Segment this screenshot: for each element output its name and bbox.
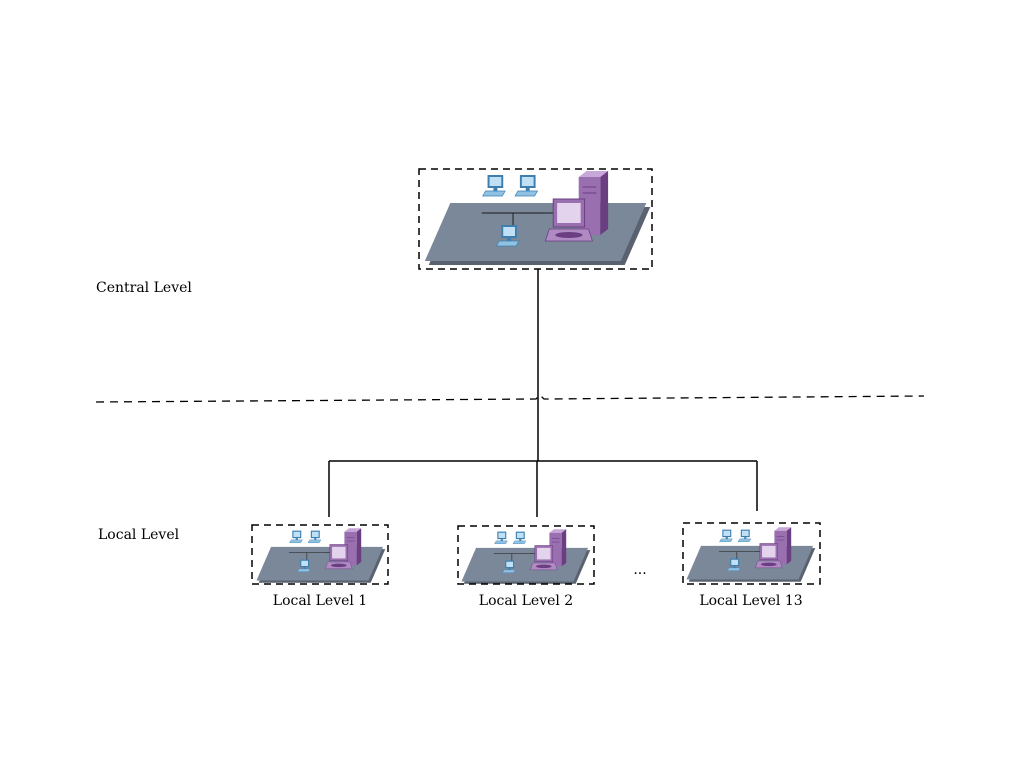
local-node-1-label: Local Level 1 (273, 593, 367, 609)
connector-lines (329, 269, 757, 517)
ellipsis: ... (633, 562, 646, 578)
local-level-label: Local Level (98, 527, 180, 543)
local-node-13: Local Level 13 (683, 523, 820, 609)
level-divider (96, 395, 924, 402)
local-node-13-label: Local Level 13 (699, 593, 802, 609)
local-node-1: Local Level 1 (252, 525, 388, 609)
central-level-label: Central Level (96, 280, 192, 296)
local-node-2-label: Local Level 2 (479, 593, 573, 609)
local-node-2: Local Level 2 (458, 526, 594, 609)
central-network-node (419, 169, 652, 269)
